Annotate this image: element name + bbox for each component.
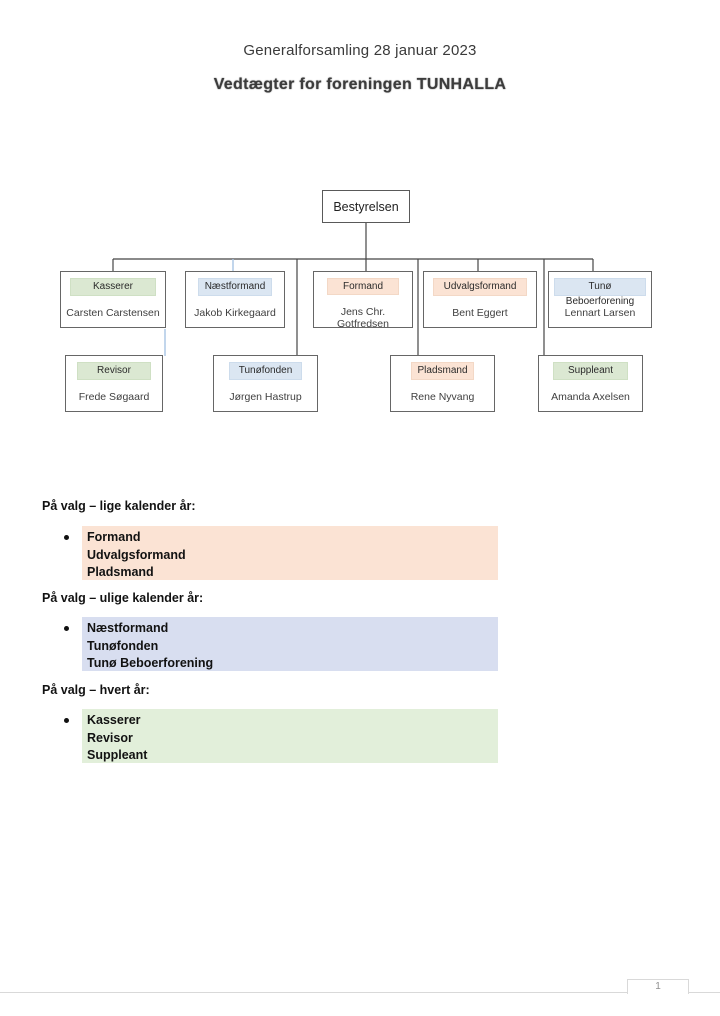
- org-box-naestformand: Næstformand Jakob Kirkegaard: [185, 271, 285, 328]
- org-box-formand: Formand Jens Chr. Gotfredsen: [313, 271, 413, 330]
- org-box-title: Revisor: [77, 362, 151, 380]
- footer-divider: [0, 992, 720, 993]
- org-box-pladsmand: Pladsmand Rene Nyvang: [390, 355, 495, 412]
- list-item: Næstformand: [87, 621, 169, 635]
- section-list-hvert-aar: Kasserer Revisor Suppleant: [82, 709, 498, 763]
- org-box-label: Bestyrelsen: [333, 199, 399, 214]
- org-box-kasserer: Kasserer Carsten Carstensen: [60, 271, 166, 328]
- org-box-title: Formand: [327, 278, 399, 295]
- section-list-lige-aar: Formand Udvalgsformand Pladsmand: [82, 526, 498, 580]
- org-box-udvalgsformand: Udvalgsformand Bent Eggert: [423, 271, 537, 328]
- bullet-icon: [64, 535, 69, 540]
- org-box-person: Jørgen Hastrup: [229, 391, 302, 403]
- document-title: Generalforsamling 28 januar 2023: [243, 42, 477, 59]
- org-box-title: Tunøfonden: [229, 362, 302, 380]
- org-box-person: Amanda Axelsen: [551, 391, 630, 403]
- org-box-title: Tunø Beboerforening: [554, 278, 646, 307]
- list-item: Tunø Beboerforening: [87, 656, 214, 670]
- org-box-title: Næstformand: [198, 278, 272, 296]
- list-item: Udvalgsformand: [87, 547, 186, 562]
- org-box-person: Frede Søgaard: [78, 391, 150, 403]
- org-box-tunoefonden: Tunøfonden Jørgen Hastrup: [213, 355, 318, 412]
- org-box-title: Pladsmand: [411, 362, 474, 380]
- org-box-person: Bent Eggert: [452, 307, 508, 319]
- bullet-icon: [64, 626, 69, 631]
- section-heading-hvert-aar: På valg – hvert år:: [42, 683, 150, 697]
- org-box-bestyrelsen: Bestyrelsen: [322, 190, 410, 223]
- list-item: Formand: [87, 530, 141, 544]
- section-heading-lige-aar: På valg – lige kalender år:: [42, 499, 196, 513]
- list-item: Revisor: [87, 730, 133, 745]
- org-box-suppleant: Suppleant Amanda Axelsen: [538, 355, 643, 412]
- org-box-person: Lennart Larsen: [564, 307, 636, 319]
- list-item: Kasserer: [87, 713, 141, 727]
- org-box-person: Jakob Kirkegaard: [194, 307, 276, 319]
- section-heading-ulige-aar: På valg – ulige kalender år:: [42, 591, 204, 605]
- section-list-ulige-aar: Næstformand Tunøfonden Tunø Beboerforeni…: [82, 617, 498, 671]
- org-box-title: Kasserer: [70, 278, 156, 296]
- org-box-person: Carsten Carstensen: [66, 307, 160, 319]
- page-number-tab: 1: [627, 979, 689, 994]
- list-item: Pladsmand: [87, 565, 154, 579]
- org-box-person: Jens Chr. Gotfredsen: [337, 306, 389, 330]
- org-box-tunoe-beboerforening: Tunø Beboerforening Lennart Larsen: [548, 271, 652, 328]
- org-box-title: Udvalgsformand: [433, 278, 527, 296]
- org-box-revisor: Revisor Frede Søgaard: [65, 355, 163, 412]
- document-subtitle: Vedtægter for foreningen TUNHALLA: [213, 76, 507, 93]
- page-number: 1: [655, 981, 661, 992]
- org-box-title: Suppleant: [553, 362, 628, 380]
- list-item: Tunøfonden: [87, 638, 159, 653]
- org-box-person: Rene Nyvang: [410, 391, 475, 403]
- list-item: Suppleant: [87, 748, 148, 762]
- bullet-icon: [64, 718, 69, 723]
